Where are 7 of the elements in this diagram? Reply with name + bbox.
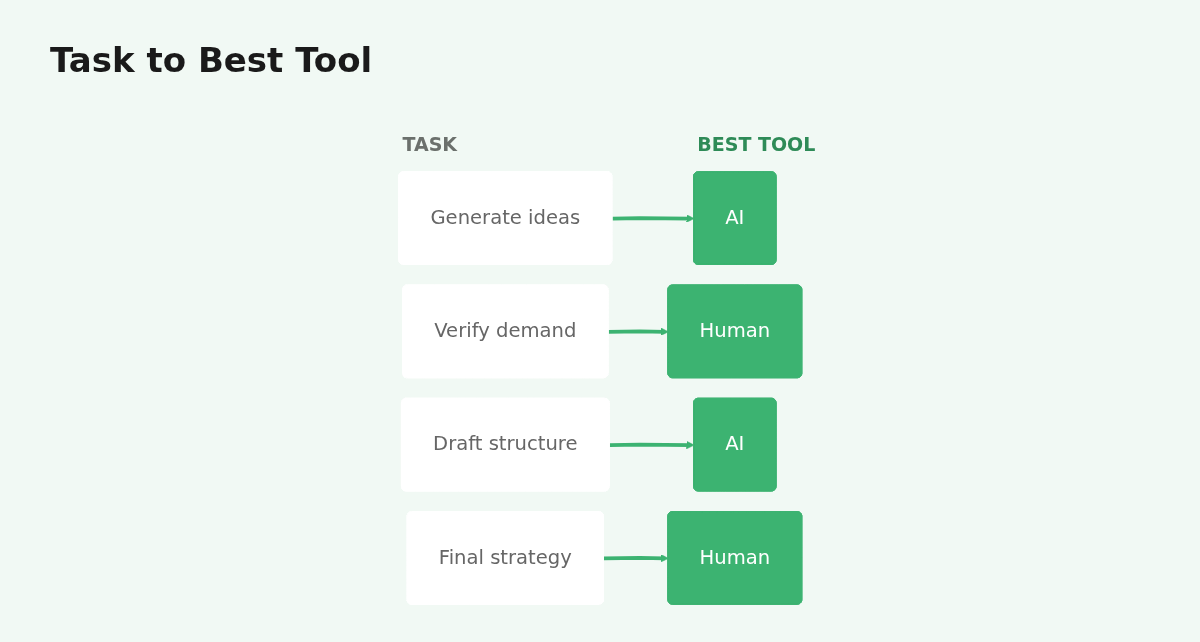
arrow	[609, 440, 695, 450]
arrow	[612, 214, 695, 223]
column-header: BEST TOOL	[697, 133, 816, 155]
arrow	[603, 554, 669, 563]
column-header: TASK	[402, 133, 458, 155]
diagram-title: Task to Best Tool	[50, 40, 373, 80]
arrow	[608, 327, 669, 336]
